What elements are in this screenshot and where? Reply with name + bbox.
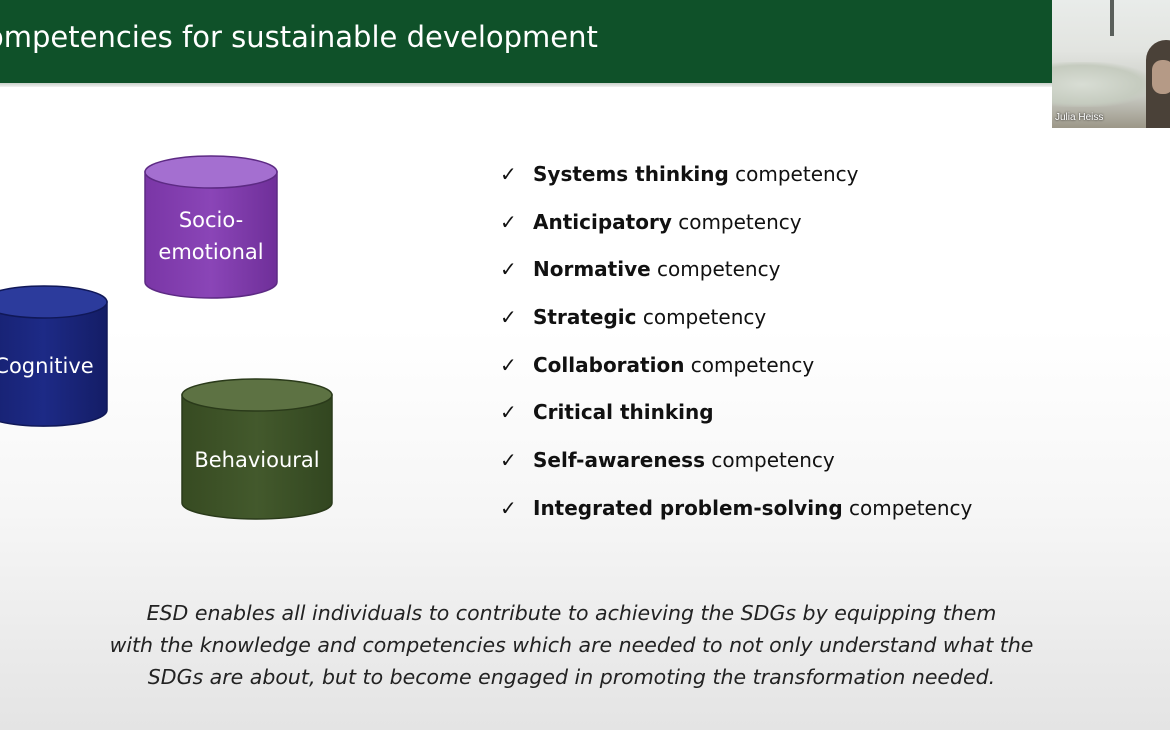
video-window-frame	[1110, 0, 1114, 36]
checkmark-icon: ✓	[500, 162, 517, 186]
list-item: ✓ Anticipatory competency	[500, 203, 972, 251]
statement-line-2: with the knowledge and competencies whic…	[109, 633, 1034, 657]
list-item: ✓ Critical thinking	[500, 393, 972, 441]
slide-header-bar: ompetencies for sustainable development	[0, 0, 1052, 83]
competency-suffix: competency	[728, 162, 859, 186]
cylinder-label-socio: Socio-	[179, 208, 243, 232]
participant-face	[1152, 60, 1170, 94]
checkmark-icon: ✓	[500, 400, 517, 425]
list-item: ✓ Normative competency	[500, 250, 972, 298]
competency-name: Systems thinking	[533, 162, 729, 186]
cylinder-socio-emotional: Socio- emotional	[144, 155, 278, 299]
checkmark-icon: ✓	[500, 448, 517, 473]
list-item: ✓ Strategic competency	[500, 298, 972, 346]
esd-statement: ESD enables all individuals to contribut…	[0, 597, 1143, 693]
competency-suffix: competency	[636, 305, 767, 330]
participant-name: Julia Heiss	[1055, 112, 1104, 123]
list-item: ✓ Collaboration competency	[500, 346, 972, 394]
checkmark-icon: ✓	[500, 257, 517, 282]
competency-cylinders: Socio- emotional Cognitive Behavioural	[0, 155, 333, 520]
participant-video-tile[interactable]: Julia Heiss	[1052, 0, 1170, 128]
competency-name: Critical thinking	[533, 400, 714, 425]
header-divider	[0, 83, 1052, 87]
competency-name: Integrated problem-solving	[533, 495, 843, 520]
cylinder-label-behavioural: Behavioural	[194, 448, 319, 472]
statement-line-3: SDGs are about, but to become engaged in…	[147, 665, 996, 689]
checkmark-icon: ✓	[500, 352, 517, 377]
checkmark-icon: ✓	[500, 305, 517, 330]
list-item: ✓ Systems thinking competency	[500, 155, 972, 203]
slide-title: ompetencies for sustainable development	[0, 20, 598, 54]
competency-name: Strategic	[533, 305, 637, 330]
checkmark-icon: ✓	[500, 209, 517, 234]
cylinder-label-emotional: emotional	[158, 240, 263, 264]
video-background	[1052, 62, 1152, 107]
competency-suffix: competency	[684, 352, 815, 377]
competency-name: Normative	[533, 257, 651, 282]
competency-suffix: competency	[704, 448, 835, 473]
statement-line-1: ESD enables all individuals to contribut…	[146, 601, 997, 625]
checkmark-icon: ✓	[500, 495, 517, 520]
competency-suffix: competency	[842, 495, 973, 520]
list-item: ✓ Integrated problem-solving competency	[500, 489, 972, 537]
list-item: ✓ Self-awareness competency	[500, 441, 972, 489]
competency-name: Self-awareness	[533, 448, 705, 473]
cylinder-cognitive: Cognitive	[0, 285, 108, 427]
competency-suffix: competency	[671, 209, 802, 234]
competency-suffix: competency	[650, 257, 781, 282]
competency-name: Collaboration	[533, 352, 685, 377]
cylinder-label-cognitive: Cognitive	[0, 354, 94, 378]
competency-list: ✓ Systems thinking competency ✓ Anticipato…	[500, 155, 972, 537]
competency-name: Anticipatory	[533, 209, 672, 234]
cylinder-behavioural: Behavioural	[181, 378, 333, 520]
